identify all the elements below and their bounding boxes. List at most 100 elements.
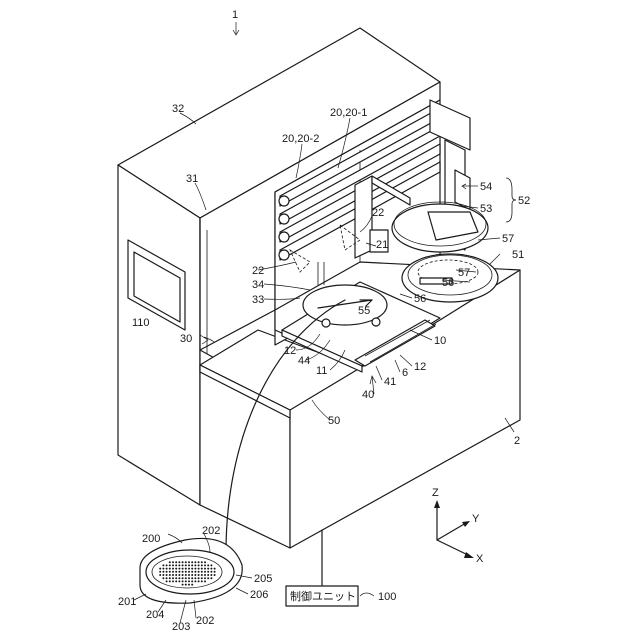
wafer-chip bbox=[182, 580, 184, 582]
wafer-chip bbox=[172, 571, 174, 573]
wafer-chip bbox=[201, 580, 203, 582]
wafer-chip bbox=[166, 574, 168, 576]
wafer-chip bbox=[175, 561, 177, 563]
wafer-chip bbox=[194, 561, 196, 563]
wafer-chip bbox=[210, 577, 212, 579]
wafer-chip bbox=[188, 564, 190, 566]
wafer-chip bbox=[162, 577, 164, 579]
wafer-chip bbox=[198, 580, 200, 582]
wafer-chip bbox=[159, 571, 161, 573]
wafer-chip bbox=[188, 577, 190, 579]
wafer-chip bbox=[185, 574, 187, 576]
axis-indicator bbox=[434, 500, 474, 558]
label-12a: 12 bbox=[284, 345, 296, 357]
wafer-chip bbox=[204, 577, 206, 579]
wafer-chip bbox=[185, 571, 187, 573]
wafer-chip bbox=[175, 564, 177, 566]
wafer-chip bbox=[188, 574, 190, 576]
wafer-chip bbox=[185, 564, 187, 566]
wafer-chip bbox=[162, 574, 164, 576]
wafer-chip bbox=[214, 574, 216, 576]
label-12b: 12 bbox=[414, 361, 426, 373]
wafer-chip bbox=[185, 584, 187, 586]
wafer-chip bbox=[191, 574, 193, 576]
wafer-chip bbox=[185, 568, 187, 570]
wafer-chip bbox=[210, 568, 212, 570]
wafer-chip bbox=[201, 574, 203, 576]
control-unit-number: 100 bbox=[378, 591, 396, 603]
wafer-chip bbox=[178, 571, 180, 573]
wafer-chip bbox=[188, 561, 190, 563]
wafer-chip bbox=[191, 561, 193, 563]
wafer-chip bbox=[185, 580, 187, 582]
label-apparatus: 1 bbox=[232, 9, 238, 21]
wafer-chip bbox=[204, 580, 206, 582]
wafer-chip bbox=[198, 577, 200, 579]
axis-x-label: X bbox=[476, 553, 484, 565]
wafer-chip bbox=[166, 577, 168, 579]
wafer-chip bbox=[194, 568, 196, 570]
wafer-chip bbox=[191, 584, 193, 586]
wafer-chip bbox=[204, 564, 206, 566]
label-202b: 202 bbox=[196, 615, 214, 627]
axis-y-label: Y bbox=[472, 513, 480, 525]
wafer-chip bbox=[166, 580, 168, 582]
wafer-chip bbox=[172, 574, 174, 576]
wafer-chip bbox=[191, 568, 193, 570]
label-21: 21 bbox=[376, 239, 388, 251]
wafer-chip bbox=[188, 580, 190, 582]
label-56b: 56 bbox=[414, 293, 426, 305]
label-53: 53 bbox=[480, 203, 492, 215]
label-54: 54 bbox=[480, 181, 492, 193]
wafer-chip bbox=[185, 577, 187, 579]
wafer-chip bbox=[175, 568, 177, 570]
axis-z-label: Z bbox=[432, 487, 439, 499]
wafer-chip bbox=[159, 568, 161, 570]
wafer-chip bbox=[207, 574, 209, 576]
wafer-chip bbox=[166, 564, 168, 566]
wafer-chip bbox=[182, 571, 184, 573]
wafer-chip bbox=[188, 584, 190, 586]
wafer-chip bbox=[204, 568, 206, 570]
label-52: 52 bbox=[518, 195, 530, 207]
wafer-chip bbox=[188, 571, 190, 573]
wafer-chip bbox=[182, 577, 184, 579]
wafer-chip bbox=[194, 571, 196, 573]
wafer-chip bbox=[201, 561, 203, 563]
wafer-chip bbox=[194, 574, 196, 576]
label-44: 44 bbox=[298, 355, 310, 367]
wafer-chip bbox=[207, 568, 209, 570]
wafer-chip bbox=[162, 564, 164, 566]
wafer-chip bbox=[172, 568, 174, 570]
wafer-chip bbox=[198, 571, 200, 573]
wafer-chip bbox=[207, 564, 209, 566]
wafer-chip bbox=[185, 561, 187, 563]
label-31: 31 bbox=[186, 173, 198, 185]
label-2: 2 bbox=[514, 435, 520, 447]
wafer-chip bbox=[169, 574, 171, 576]
control-unit-label: 制御ユニット bbox=[290, 589, 356, 603]
label-55: 55 bbox=[358, 305, 370, 317]
wafer-chip bbox=[210, 564, 212, 566]
wafer-chip bbox=[191, 580, 193, 582]
wafer-chip bbox=[162, 568, 164, 570]
wafer-chip bbox=[210, 574, 212, 576]
wafer-chip bbox=[182, 568, 184, 570]
wafer-chip bbox=[178, 577, 180, 579]
wafer-chip bbox=[198, 564, 200, 566]
wafer-chip bbox=[182, 584, 184, 586]
label-20-1: 20,20-1 bbox=[330, 107, 367, 119]
wafer-chip bbox=[169, 561, 171, 563]
wafer-chip bbox=[204, 574, 206, 576]
wafer-chip bbox=[194, 580, 196, 582]
wafer-chip bbox=[207, 571, 209, 573]
label-22a: 22 bbox=[372, 207, 384, 219]
wafer-chip bbox=[178, 564, 180, 566]
wafer-chip bbox=[214, 568, 216, 570]
wafer-chip bbox=[201, 577, 203, 579]
label-206: 206 bbox=[250, 589, 268, 601]
wafer-chip bbox=[194, 577, 196, 579]
group-52-bracket bbox=[506, 178, 516, 222]
label-33: 33 bbox=[252, 294, 264, 306]
